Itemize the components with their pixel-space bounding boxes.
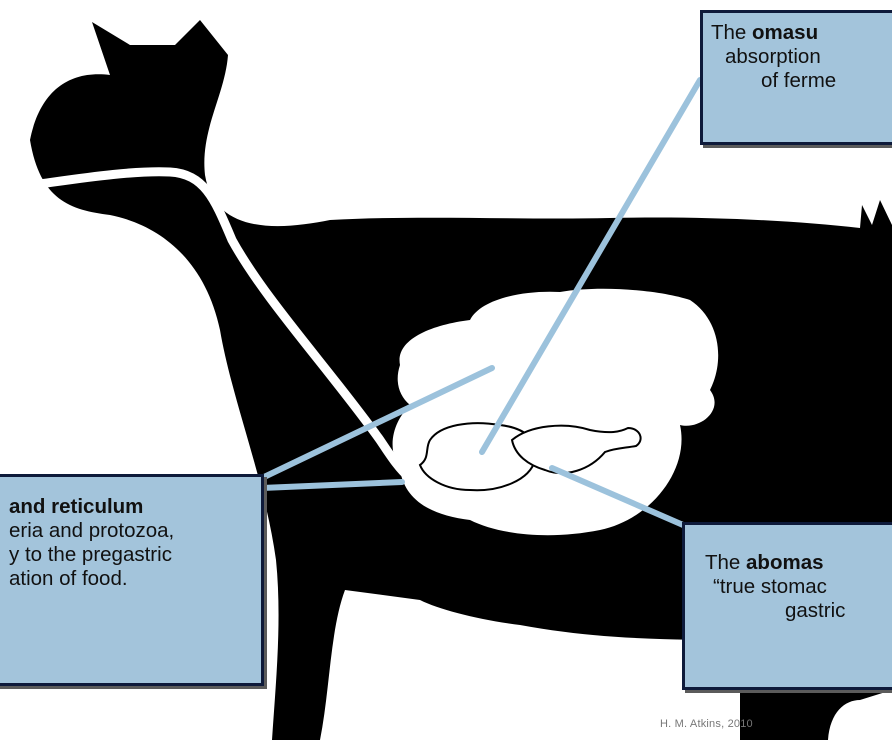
omasum: [420, 423, 536, 490]
callout-rumen-line3: y to the pregastric: [9, 543, 261, 567]
callout-omasum-line1: The omasu: [711, 21, 892, 45]
callout-rumen-line2: eria and protozoa,: [9, 519, 261, 543]
callout-abomasum-line1: The abomas: [705, 551, 892, 575]
callout-omasum-line3: of ferme: [711, 69, 892, 93]
callout-abomasum-line3: gastric: [705, 599, 892, 623]
callout-rumen-line4: ation of food.: [9, 567, 261, 591]
callout-abomasum-line2: “true stomac: [705, 575, 892, 599]
callout-rumen-reticulum: and reticulum eria and protozoa, y to th…: [0, 474, 264, 686]
callout-abomasum: The abomas “true stomac gastric: [682, 522, 892, 690]
callout-omasum: The omasu absorption of ferme: [700, 10, 892, 145]
callout-rumen-line1: and reticulum: [9, 495, 261, 519]
image-credit: H. M. Atkins, 2010: [660, 718, 753, 730]
callout-omasum-line2: absorption: [711, 45, 892, 69]
